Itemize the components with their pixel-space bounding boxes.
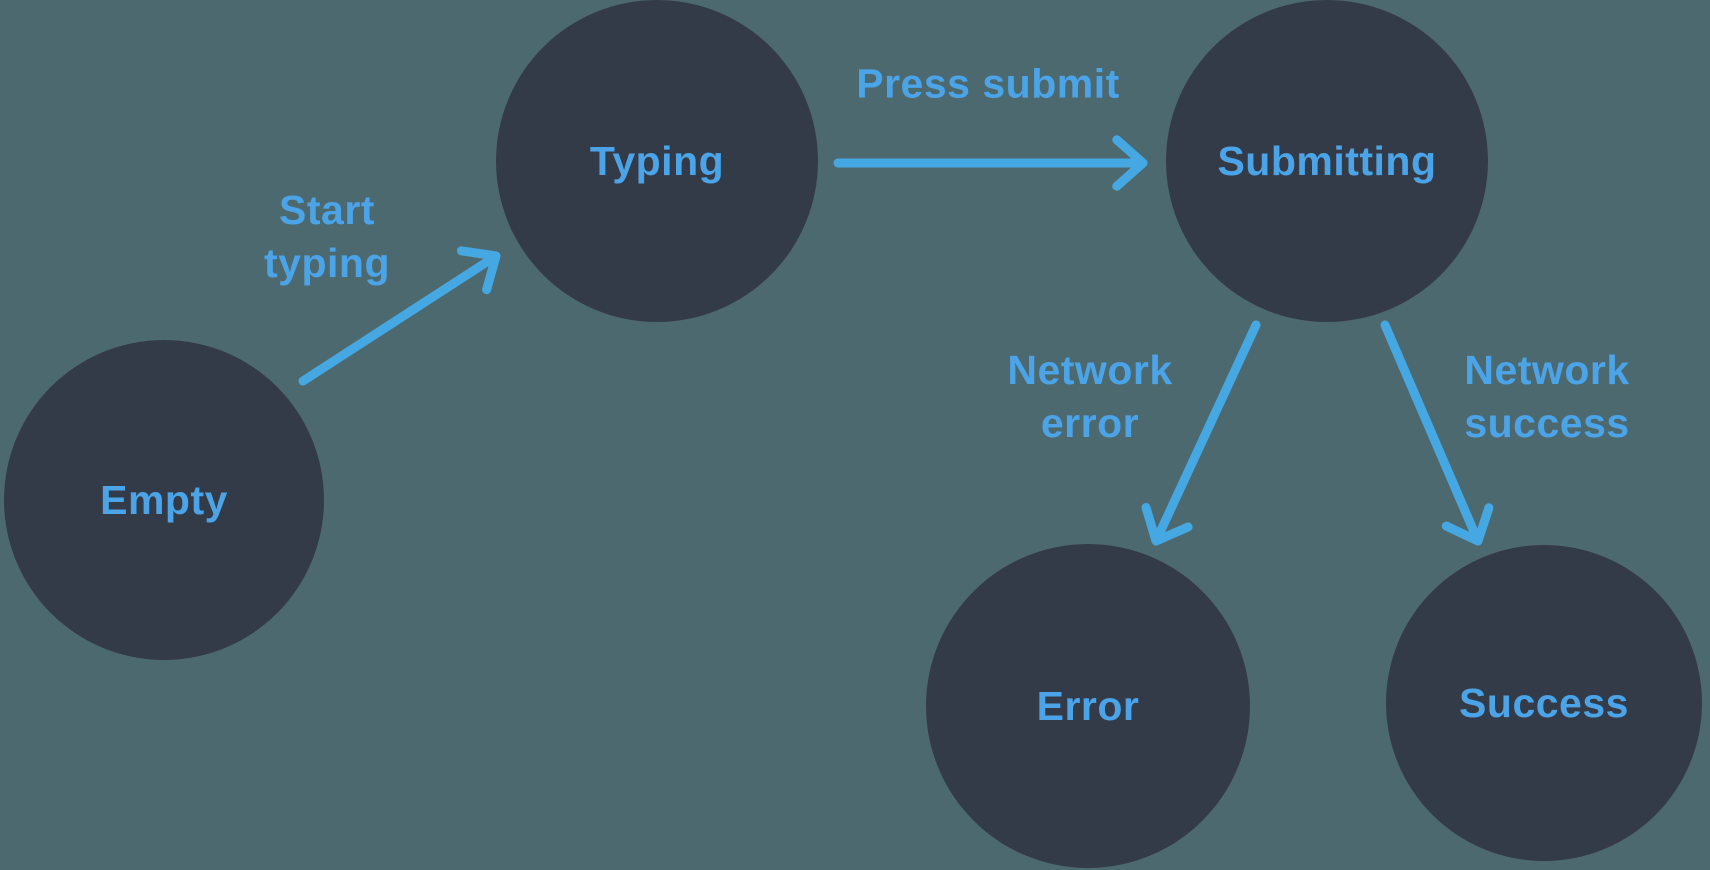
transition-arrow-network-error bbox=[1141, 320, 1261, 546]
transition-label-line: Start bbox=[279, 187, 375, 233]
state-node-submitting: Submitting bbox=[1166, 0, 1488, 322]
transition-label-press-submit: Press submit bbox=[856, 58, 1120, 111]
transition-label-line: success bbox=[1464, 400, 1630, 446]
state-node-typing: Typing bbox=[496, 0, 818, 322]
transition-label-line: error bbox=[1040, 400, 1140, 446]
state-node-success: Success bbox=[1386, 545, 1702, 861]
transition-label-line: Network bbox=[1464, 347, 1630, 393]
state-node-label-success: Success bbox=[1459, 679, 1629, 726]
state-node-label-typing: Typing bbox=[589, 137, 725, 184]
state-node-error: Error bbox=[926, 544, 1250, 868]
transition-label-line: Network bbox=[1007, 347, 1173, 393]
transition-label-line: typing bbox=[264, 240, 390, 286]
state-node-label-submitting: Submitting bbox=[1217, 137, 1437, 184]
state-node-label-empty: Empty bbox=[100, 476, 228, 523]
transition-arrow-network-success bbox=[1380, 320, 1494, 546]
transition-arrow-start-typing bbox=[298, 246, 501, 386]
transition-label-network-error: Network error bbox=[1007, 344, 1172, 450]
state-node-empty: Empty bbox=[4, 340, 324, 660]
transition-label-line: Press submit bbox=[856, 60, 1120, 107]
transition-label-network-success: Network success bbox=[1464, 344, 1629, 450]
transition-arrow-press-submit bbox=[833, 135, 1148, 191]
transition-label-start-typing: Start typing bbox=[264, 184, 390, 290]
state-node-label-error: Error bbox=[1036, 682, 1140, 729]
